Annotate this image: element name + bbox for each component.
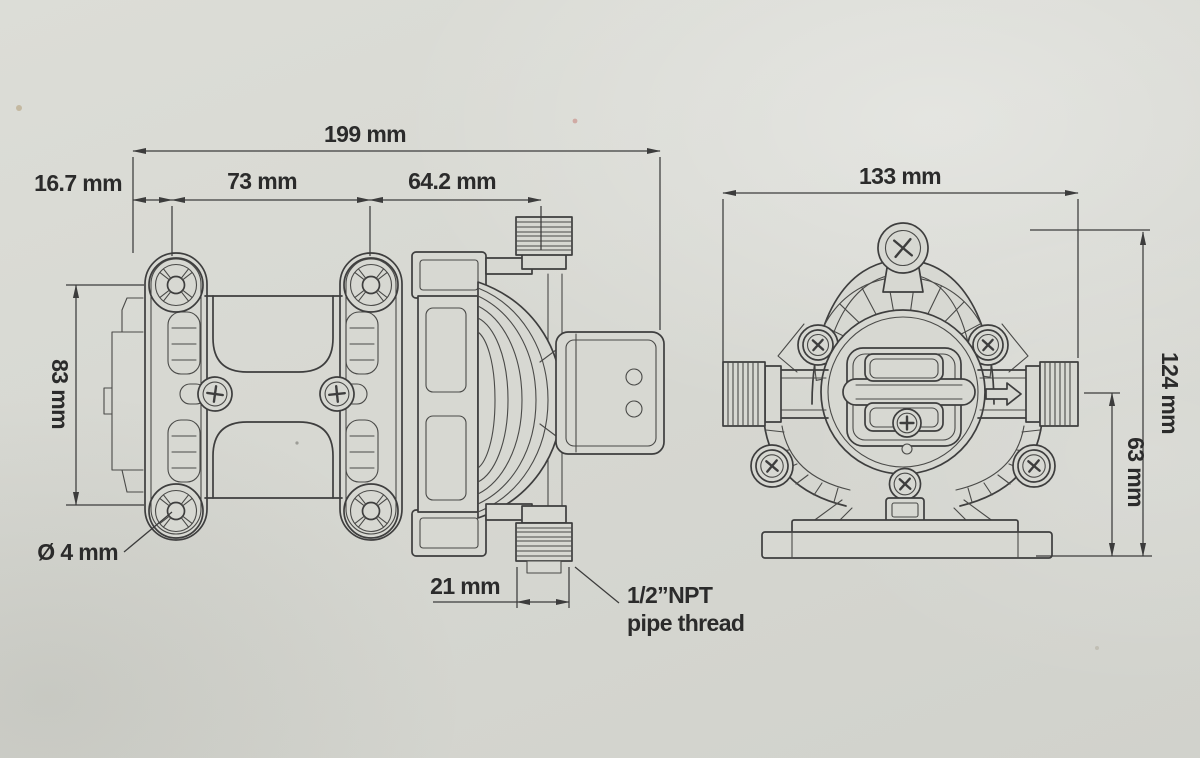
dim-mount-hole-diameter: Ø 4 mm: [37, 511, 173, 565]
outlet-port-thread: [1039, 361, 1079, 427]
mounting-base: [144, 252, 403, 541]
valve-cover: [842, 347, 976, 455]
phillips-screw-icon: [891, 407, 923, 439]
paper-specks: [16, 105, 1099, 650]
pump-dome: [477, 281, 563, 519]
note-line2: pipe thread: [627, 610, 744, 636]
bottom-port: [485, 503, 573, 574]
center-bar: [842, 378, 976, 406]
port-collar: [764, 365, 782, 423]
pump-housing: [411, 251, 487, 557]
dim-label: 124 mm: [1157, 352, 1183, 434]
dim-head-length: 64.2 mm: [369, 168, 542, 204]
side-view-drawing: [103, 216, 665, 574]
dim-label: 16.7 mm: [34, 170, 122, 196]
dim-overall-height: 124 mm: [1139, 231, 1183, 557]
dim-label: 21 mm: [430, 573, 500, 599]
small-screw-icon: [901, 443, 913, 455]
front-view-dimensions: 133 mm 124 mm 63 mm: [722, 163, 1183, 557]
motor-edge: [103, 297, 144, 493]
port-thread-note: 1/2”NPT pipe thread: [574, 566, 745, 636]
top-screw: [868, 213, 938, 293]
dim-mount-spacing-long: 73 mm: [171, 168, 371, 204]
side-view-dimensions: 199 mm 16.7 mm 73 mm 64.2 mm 83 mm Ø 4 m…: [34, 121, 745, 636]
dim-label: Ø 4 mm: [37, 539, 118, 565]
ear-mounts: [777, 322, 1029, 373]
front-view-drawing: [722, 213, 1079, 559]
dim-overall-length: 199 mm: [132, 121, 661, 155]
lower-screws: [747, 441, 1059, 535]
dim-mount-spacing-cross: 83 mm: [47, 284, 80, 506]
dim-overall-width: 133 mm: [722, 163, 1079, 197]
inlet-outlet-pipe: [722, 361, 1079, 427]
dim-label: 73 mm: [227, 168, 297, 194]
pressure-switch-housing: [539, 331, 665, 455]
dim-label: 199 mm: [324, 121, 406, 147]
port-collar: [1025, 365, 1041, 423]
inlet-port-thread: [722, 361, 766, 427]
flow-direction-arrow: [985, 382, 1022, 406]
dim-thread-diameter: 21 mm: [430, 573, 570, 606]
dim-label: 83 mm: [47, 359, 73, 429]
dim-label: 133 mm: [859, 163, 941, 189]
dim-label: 63 mm: [1123, 437, 1149, 507]
dim-port-center-height: 63 mm: [1108, 392, 1149, 557]
dim-port-offset: 16.7 mm: [34, 170, 173, 204]
rubber-bumpers: [167, 311, 379, 483]
note-line1: 1/2”NPT: [627, 582, 713, 608]
top-port: [485, 216, 573, 275]
dim-label: 64.2 mm: [408, 168, 496, 194]
pedestal-base: [761, 499, 1053, 559]
